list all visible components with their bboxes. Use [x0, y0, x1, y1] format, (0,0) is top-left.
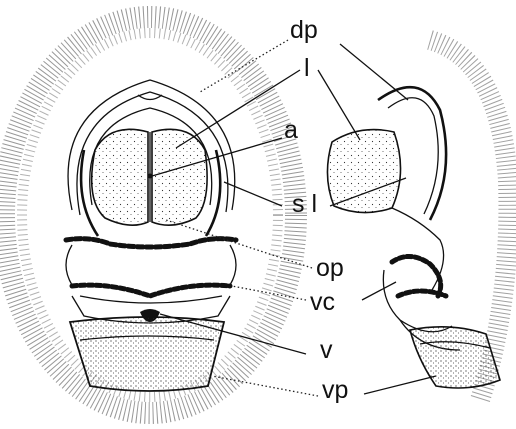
label-l: l	[304, 54, 310, 82]
label-v: v	[320, 336, 333, 364]
label-sl: s l	[292, 190, 317, 218]
label-a: a	[284, 116, 298, 144]
hair-fringe-left	[0, 6, 307, 424]
label-vp: vp	[322, 376, 349, 404]
label-vc: vc	[310, 288, 335, 316]
right-specimen	[326, 85, 501, 389]
leader-lines	[151, 39, 437, 397]
label-op: op	[316, 254, 344, 282]
label-dp: dp	[290, 16, 318, 44]
left-specimen	[63, 79, 239, 392]
